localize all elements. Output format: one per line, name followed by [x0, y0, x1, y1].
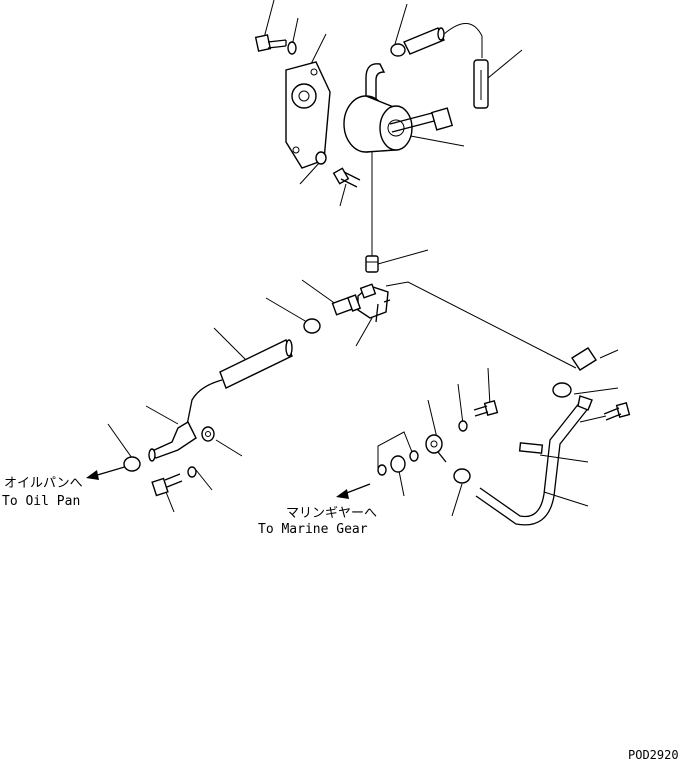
oil-pan-label-jp: オイルパンへ [4, 476, 83, 491]
elbow-fitting [148, 421, 197, 462]
washer-set-marine [377, 450, 419, 476]
bolt-top [254, 34, 287, 52]
bolt-left [151, 473, 183, 497]
gauge-tube [473, 59, 489, 109]
drain-hose [185, 339, 293, 431]
oil-pipe-right [475, 395, 593, 526]
short-hose-top [403, 27, 445, 55]
marine-gear-label-en: To Marine Gear [258, 522, 368, 537]
hose-clamp-right [552, 382, 572, 398]
washer-left [201, 426, 215, 442]
hose-clamp-lower-right [453, 468, 471, 484]
bolt-right-top [473, 400, 499, 417]
adapter-fitting [331, 294, 362, 316]
washer-right-top [458, 420, 468, 432]
arrow-to-marine-gear [336, 483, 371, 499]
pipe-fitting-right [571, 347, 597, 371]
drawing-code: POD2920 [628, 748, 679, 762]
hand-pump [343, 63, 454, 153]
eye-joint [425, 434, 447, 463]
bolt-right-side [603, 402, 631, 421]
check-valve [365, 255, 379, 273]
bolt-mid [315, 151, 361, 188]
washer-top [287, 41, 297, 55]
washer-left-small [187, 466, 197, 478]
oil-pan-label-en: To Oil Pan [2, 494, 81, 509]
hose-clamp-left [123, 456, 141, 472]
hose-clamp-top [390, 43, 406, 57]
hose-clamp-mid [303, 318, 321, 334]
marine-gear-label-jp: マリンギヤーへ [286, 506, 378, 521]
arrow-to-oil-pan [86, 465, 129, 480]
pump-bracket [285, 61, 331, 169]
three-way-valve [357, 283, 391, 323]
